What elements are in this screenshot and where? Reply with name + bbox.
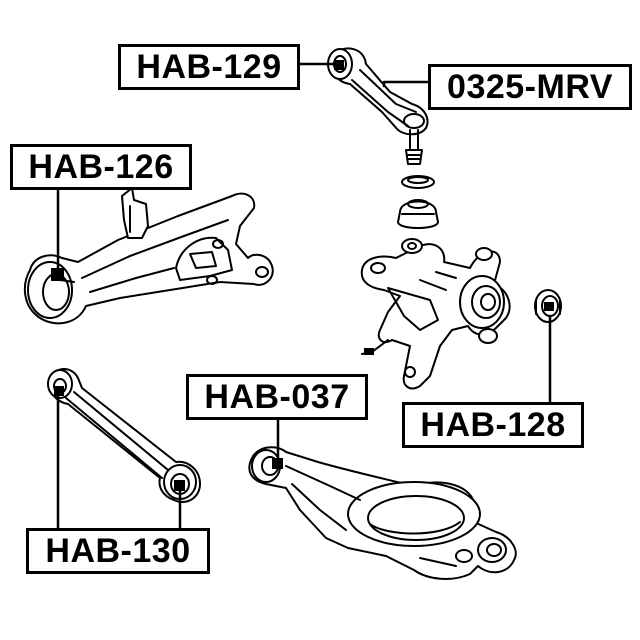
label-0325-mrv[interactable]: 0325-MRV [428, 64, 632, 110]
hab-128-bushing [534, 289, 562, 323]
label-hab-130[interactable]: HAB-130 [26, 528, 210, 574]
lower-control-arm [248, 446, 517, 580]
hab-126-bushing [27, 261, 75, 319]
lateral-link [48, 368, 201, 503]
trailing-arm [23, 187, 274, 325]
upper-control-arm [331, 47, 429, 165]
label-hab-037[interactable]: HAB-037 [186, 374, 368, 420]
hab-130-bushing-lower [163, 464, 197, 500]
label-hab-126[interactable]: HAB-126 [10, 144, 192, 190]
steering-knuckle [360, 238, 511, 390]
leader-lines [56, 62, 552, 530]
hab-130-bushing-upper [47, 369, 73, 399]
spring-seat-parts [397, 175, 439, 229]
hab-037-bushing [251, 449, 283, 483]
label-hab-129[interactable]: HAB-129 [118, 44, 300, 90]
label-hab-128[interactable]: HAB-128 [402, 402, 584, 448]
